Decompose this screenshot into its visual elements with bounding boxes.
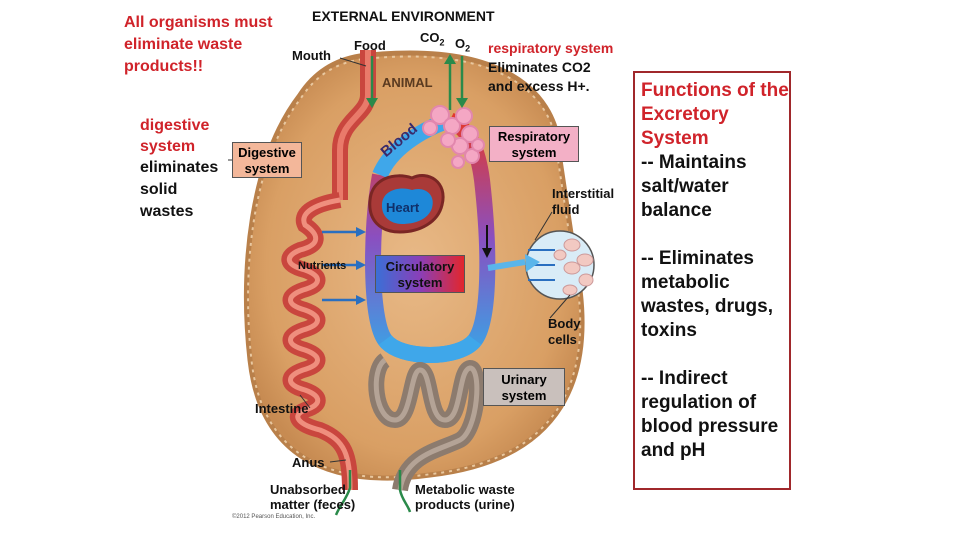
respiratory-system-box: Respiratory system: [489, 126, 579, 162]
digestive-system-box: Digestive system: [232, 142, 302, 178]
co2-label: CO2: [420, 30, 445, 48]
copyright-text: ©2012 Pearson Education, Inc.: [232, 514, 316, 520]
function-item: -- Maintains salt/water balance: [641, 152, 747, 221]
note-digestive-black: eliminates solid wastes: [140, 159, 219, 220]
function-item: -- Indirect regulation of blood pressure…: [641, 368, 779, 461]
function-item: -- Eliminates metabolic wastes, drugs, t…: [641, 248, 773, 341]
food-label: Food: [354, 38, 386, 53]
animal-label: ANIMAL: [382, 75, 433, 90]
lung-branches: [422, 105, 485, 169]
note-digestive-red: digestive system: [140, 117, 210, 155]
o2-label: O2: [455, 36, 471, 54]
heart-label: Heart: [386, 200, 420, 215]
nutrients-label: Nutrients: [298, 260, 347, 272]
external-environment-label: EXTERNAL ENVIRONMENT: [312, 8, 495, 24]
intestine-label: Intestine: [255, 401, 309, 416]
functions-title: Functions of the Excretory System: [641, 80, 789, 149]
interstitial-fluid-label: Interstitial fluid: [552, 186, 615, 217]
mouth-label: Mouth: [292, 48, 331, 63]
urinary-system-box: Urinary system: [483, 368, 565, 406]
metabolic-label: Metabolic waste products (urine): [415, 482, 515, 512]
unabsorbed-label: Unabsorbed matter (feces): [270, 482, 356, 512]
note-respiratory-red: respiratory system: [488, 40, 614, 56]
note-top-left: All organisms must eliminate waste produ…: [124, 14, 273, 75]
functions-panel: Functions of the Excretory System -- Mai…: [633, 71, 791, 490]
circulatory-system-box: Circulatory system: [375, 255, 465, 293]
anus-label: Anus: [292, 455, 325, 470]
body-cells-label: Body cells: [548, 316, 581, 347]
note-respiratory-black: Eliminates CO2 and excess H+.: [488, 59, 591, 94]
